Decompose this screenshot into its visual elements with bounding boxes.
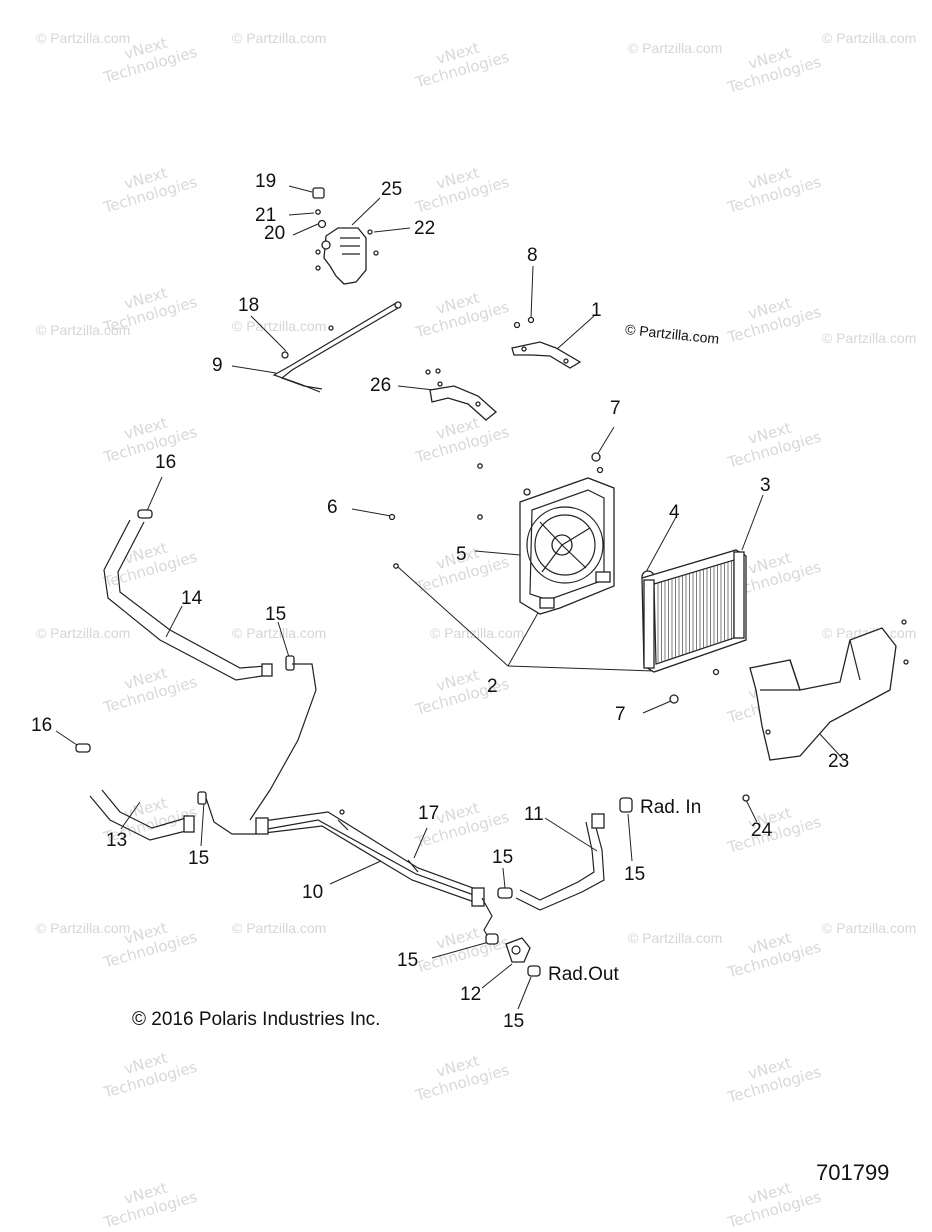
part-9-overflow-tube [272,301,402,393]
part-15-clamp [527,965,541,977]
callout-3: 3 [760,475,771,496]
part-8-bolts [513,316,535,329]
part-7-nut-upper [591,452,601,462]
callout-5: 5 [456,544,467,565]
callout-24: 24 [751,820,773,841]
part-12-fitting [505,937,531,963]
callout-8: 8 [527,245,538,266]
part-15-clamp [485,933,499,945]
document-number: 701799 [816,1160,890,1185]
part-21-washer [315,209,321,215]
callout-1: 1 [591,300,602,321]
part-17-clip [337,819,419,873]
parts-diagram: © Partzilla.com© Partzilla.com© Partzill… [31,30,916,1232]
part-26-bracket [425,368,498,421]
part-13-hose [89,789,207,841]
callout-15-f: 15 [503,1011,525,1032]
leader-lines [55,185,844,1010]
callout-6: 6 [327,497,338,518]
callout-19: 19 [255,171,277,192]
callout-7-lower: 7 [615,704,626,725]
rad-in-label: Rad. In [640,797,702,818]
callout-15-b: 15 [188,848,210,869]
callout-15-e: 15 [397,950,419,971]
callout-21: 21 [255,205,277,226]
callout-11: 11 [524,804,544,825]
callout-7-upper: 7 [610,398,621,419]
callout-15-a: 15 [265,604,287,625]
part-5-fan-shroud [519,466,615,615]
callout-14: 14 [181,588,203,609]
part-20-seal [317,219,327,229]
callout-13: 13 [106,830,128,851]
part-3-radiator [641,549,747,673]
callout-16-lower: 16 [31,715,53,736]
rad-out-label: Rad.Out [548,964,619,985]
part-10-hose-line [203,663,493,941]
callout-16-upper: 16 [155,452,177,473]
fastener [477,514,483,520]
fastener [393,563,399,569]
callout-22: 22 [414,218,436,239]
part-23-guard [742,619,909,802]
callout-18: 18 [238,295,260,316]
callout-17: 17 [418,803,440,824]
copyright-text: © 2016 Polaris Industries Inc. [132,1009,381,1030]
callout-9: 9 [212,355,223,376]
part-15-clamp [497,887,513,899]
part-16-clamp-lower [75,743,91,753]
fastener [712,668,720,676]
part-1-bracket [511,341,582,369]
diagram-artwork [55,185,909,1010]
part-19-cap [312,187,325,199]
callout-25: 25 [381,179,403,200]
callout-12: 12 [460,984,482,1005]
fastener [477,463,483,469]
callout-20: 20 [264,223,286,244]
part-7-nut-lower [669,694,679,704]
part-16-clamp-upper [137,509,153,519]
part-6-bolt [388,513,396,521]
part-11-hose [515,797,633,911]
part-14-hose [103,519,295,681]
callout-2: 2 [487,676,498,697]
callout-26: 26 [370,375,392,396]
part-25-coolant-bottle [315,227,379,285]
callout-15-d: 15 [624,864,646,885]
callout-23: 23 [828,751,850,772]
callout-10: 10 [302,882,324,903]
callout-4: 4 [669,502,680,523]
callout-15-c: 15 [492,847,514,868]
